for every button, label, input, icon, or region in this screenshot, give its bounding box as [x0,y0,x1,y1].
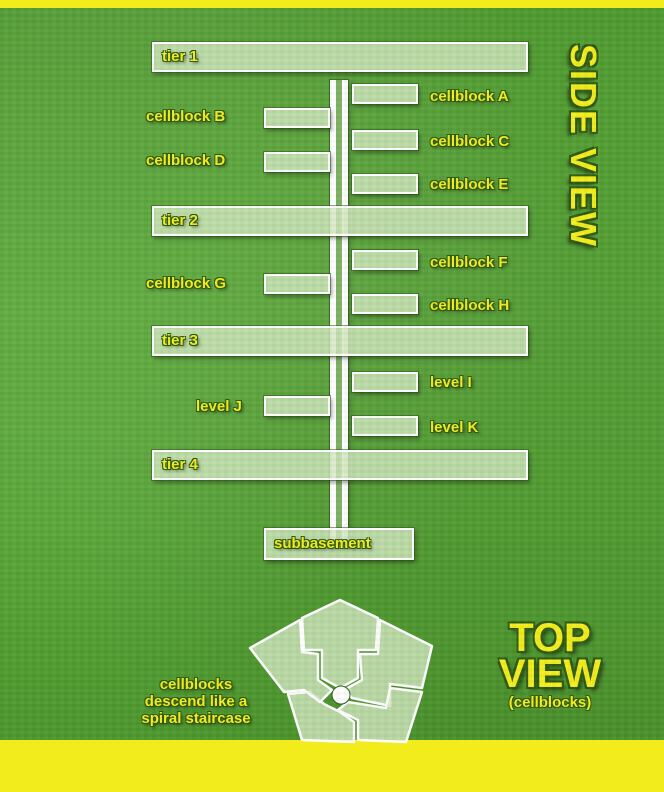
cellblock-d-bar [264,152,330,172]
tier-3-bar: tier 3 [152,326,528,356]
subbasement-label: subbasement [274,535,371,553]
tier-4-bar: tier 4 [152,450,528,480]
tier-4-label: tier 4 [162,456,198,474]
caption-line-3: spiral staircase [116,710,276,727]
caption-line-2: descend like a [116,693,276,710]
cellblock-a-label: cellblock A [430,88,509,106]
tier-3-label: tier 3 [162,332,198,350]
cellblock-e-label: cellblock E [430,176,508,194]
top-view-title-line-2: VIEW [462,656,638,692]
level-j-bar [264,396,330,416]
level-k-label: level K [430,419,478,437]
cellblock-b-bar [264,108,330,128]
top-view-subtitle: (cellblocks) [462,694,638,711]
tier-1-bar: tier 1 [152,42,528,72]
cellblock-a-bar [352,84,418,104]
diagram-board: tier 1 tier 2 tier 3 tier 4 cellblock A … [0,8,664,740]
level-j-label: level J [196,398,242,416]
level-i-bar [352,372,418,392]
cellblock-f-label: cellblock F [430,254,508,272]
cellblock-h-bar [352,294,418,314]
caption-line-1: cellblocks [116,676,276,693]
level-i-label: level I [430,374,472,392]
cellblock-d-label: cellblock D [146,152,225,170]
tier-2-label: tier 2 [162,212,198,230]
cellblock-c-bar [352,130,418,150]
cellblock-g-label: cellblock G [146,275,226,293]
cellblock-f-bar [352,250,418,270]
cellblock-b-label: cellblock B [146,108,225,126]
cellblock-h-label: cellblock H [430,297,509,315]
tier-2-bar: tier 2 [152,206,528,236]
tier-1-label: tier 1 [162,48,198,66]
side-view-title: SIDE VIEW [560,44,604,248]
cellblock-g-bar [264,274,330,294]
subbasement-box: subbasement [264,528,414,560]
cellblock-e-bar [352,174,418,194]
top-view-shaft [332,686,350,704]
level-k-bar [352,416,418,436]
top-view-title: TOP VIEW [462,620,638,692]
spiral-caption: cellblocks descend like a spiral stairca… [116,676,276,727]
cellblock-c-label: cellblock C [430,133,509,151]
top-view-title-line-1: TOP [462,620,638,656]
